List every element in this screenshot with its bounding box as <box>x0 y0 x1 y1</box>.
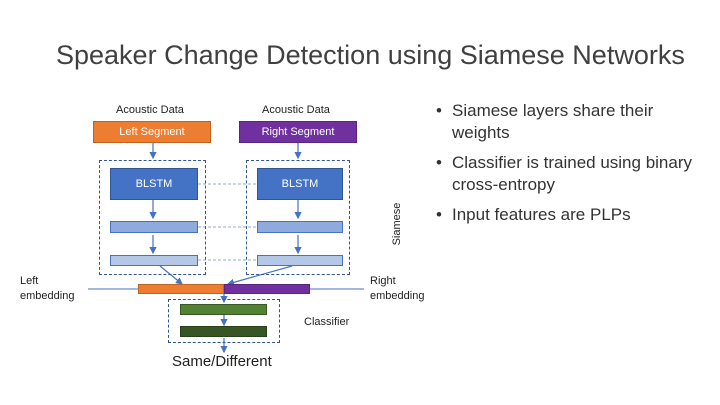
bullet-text: Siamese layers share their weights <box>452 101 654 142</box>
classifier-layer-2 <box>180 326 267 337</box>
right-segment-label: Right Segment <box>261 126 335 138</box>
bullet-dot-icon: • <box>436 205 442 224</box>
bullet-item: • Classifier is trained using binary cros… <box>434 152 704 196</box>
arrow-left-to-embedding <box>159 265 183 285</box>
bullet-list: • Siamese layers share their weights • Cla… <box>434 100 704 234</box>
output-label: Same/Different <box>172 353 272 370</box>
right-dense-layer-1 <box>257 221 343 233</box>
right-embedding-bar <box>224 284 310 294</box>
slide-title: Speaker Change Detection using Siamese N… <box>56 40 685 70</box>
siamese-label: Siamese <box>391 202 403 246</box>
right-segment-box: Right Segment <box>239 121 357 143</box>
bullet-text: Input features are PLPs <box>452 205 631 224</box>
right-blstm-box: BLSTM <box>257 168 343 200</box>
left-blstm-label: BLSTM <box>135 178 173 190</box>
bullet-dot-icon: • <box>436 101 442 120</box>
right-embedding-label: Right embedding <box>370 275 425 302</box>
arrow-right-to-embedding <box>226 265 293 286</box>
right-input-label: Acoustic Data <box>262 104 330 116</box>
right-siamese-branch <box>246 160 350 275</box>
classifier-label: Classifier <box>304 316 350 328</box>
right-blstm-label: BLSTM <box>281 178 319 190</box>
left-blstm-box: BLSTM <box>110 168 198 200</box>
bullet-text: Classifier is trained using binary cross… <box>452 153 692 194</box>
bullet-dot-icon: • <box>436 153 442 172</box>
left-embedding-bar <box>138 284 224 294</box>
left-input-label: Acoustic Data <box>116 104 184 116</box>
left-segment-label: Left Segment <box>119 126 185 138</box>
right-dense-layer-2 <box>257 255 343 266</box>
left-siamese-branch <box>99 160 206 275</box>
classifier-layer-1 <box>180 304 267 315</box>
left-dense-layer-2 <box>110 255 198 266</box>
classifier-box <box>168 299 280 343</box>
left-segment-box: Left Segment <box>93 121 211 143</box>
bullet-item: • Siamese layers share their weights <box>434 100 704 144</box>
left-embedding-label: Left embedding <box>20 275 75 302</box>
left-dense-layer-1 <box>110 221 198 233</box>
bullet-item: • Input features are PLPs <box>434 204 704 226</box>
